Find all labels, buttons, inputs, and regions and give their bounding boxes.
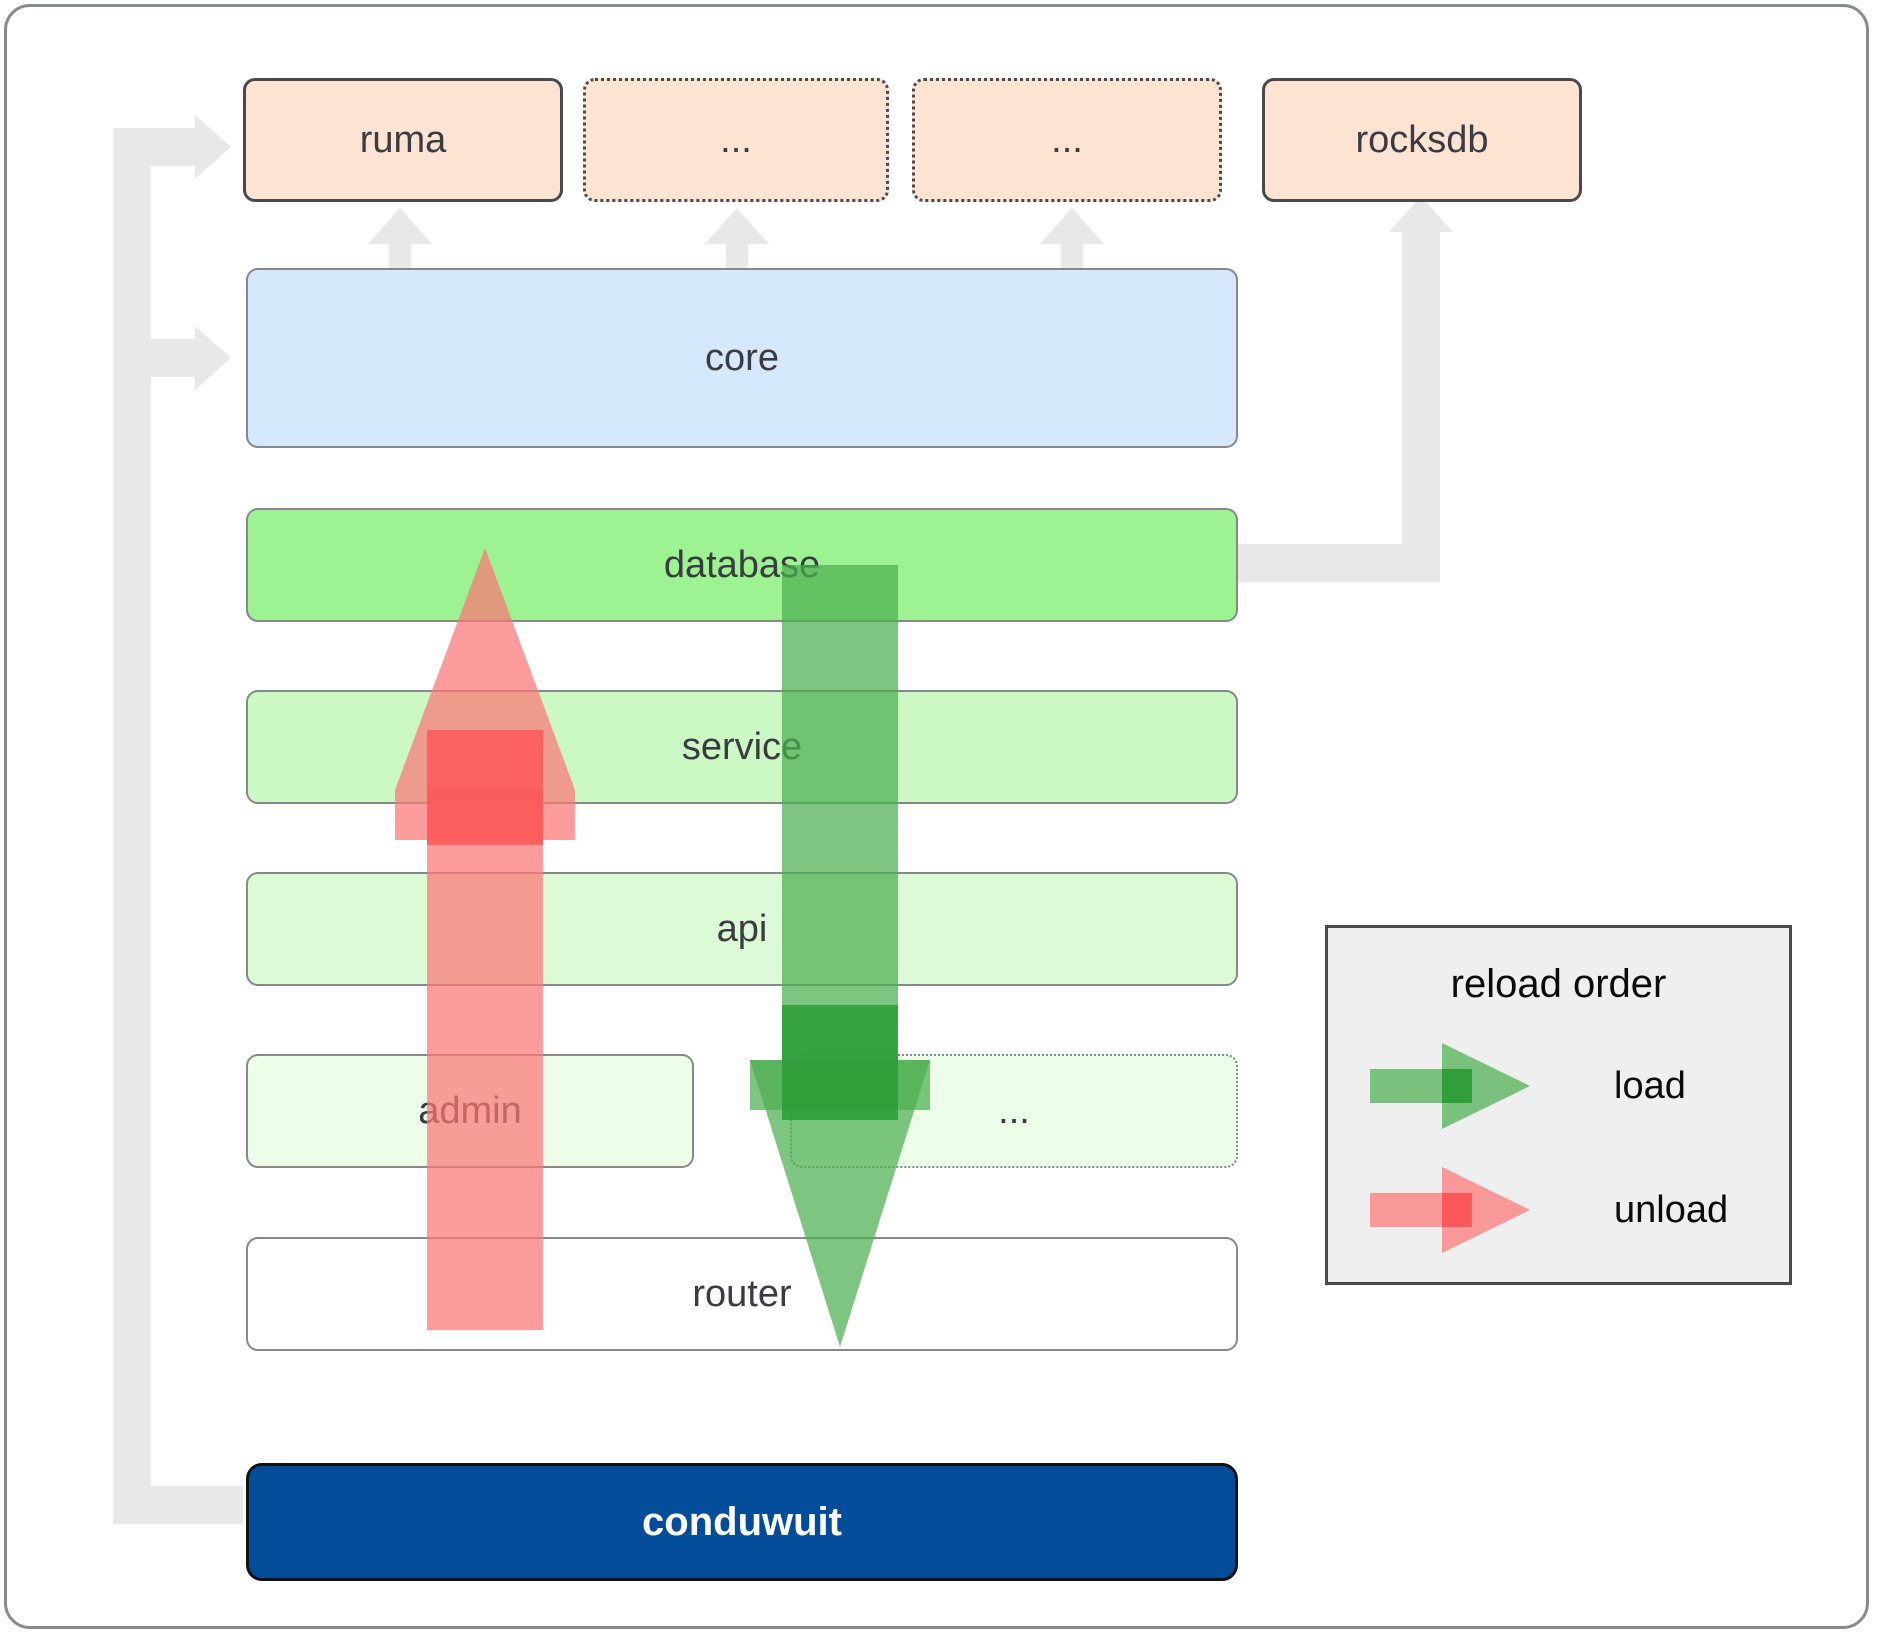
connector-arrowhead-rocksdb <box>1389 196 1453 232</box>
connector-core-to-depa-head <box>705 208 769 244</box>
dependency-node-rocksdb[interactable]: rocksdb <box>1262 78 1582 202</box>
dependency-node-ruma[interactable]: ruma <box>243 78 563 202</box>
unload-arrow-up <box>380 540 590 1330</box>
layer-label-plugins: ... <box>998 1089 1030 1132</box>
layer-node-api[interactable]: api <box>246 872 1238 986</box>
connector-arrowhead-core <box>195 326 231 390</box>
legend-label-unload: unload <box>1614 1188 1729 1231</box>
layer-node-router[interactable]: router <box>246 1237 1238 1351</box>
connector-left-spine <box>113 128 151 1524</box>
legend-row-load: load <box>1328 1041 1789 1131</box>
load-arrow-icon <box>1370 1041 1566 1131</box>
legend-title: reload order <box>1450 962 1667 1006</box>
dependency-label-ruma: ruma <box>359 118 447 161</box>
legend-panel: reload order load unload <box>1325 925 1792 1285</box>
connector-rocksdb-riser <box>1402 232 1440 582</box>
root-node-conduwuit[interactable]: conduwuit <box>246 1463 1238 1581</box>
layer-label-core: core <box>705 336 779 379</box>
root-label-conduwuit: conduwuit <box>642 1499 842 1544</box>
connector-database-run <box>1238 544 1428 582</box>
dependency-label-placeholder-a: ... <box>720 118 752 161</box>
load-arrow-down <box>735 565 945 1355</box>
dependency-label-rocksdb: rocksdb <box>1355 118 1489 161</box>
connector-branch-ruma <box>113 128 195 166</box>
layer-node-core[interactable]: core <box>246 268 1238 448</box>
dependency-label-placeholder-b: ... <box>1051 118 1083 161</box>
connector-arrowhead-ruma <box>195 115 231 179</box>
connector-branch-core <box>113 339 195 377</box>
legend-label-load: load <box>1614 1064 1686 1107</box>
connector-to-conduwuit <box>113 1486 243 1524</box>
legend-row-unload: unload <box>1328 1165 1789 1255</box>
connector-core-to-depb-head <box>1040 208 1104 244</box>
connector-core-to-ruma-head <box>368 208 432 244</box>
dependency-node-placeholder-b[interactable]: ... <box>912 78 1222 202</box>
unload-arrow-icon <box>1370 1165 1566 1255</box>
dependency-node-placeholder-a[interactable]: ... <box>583 78 889 202</box>
